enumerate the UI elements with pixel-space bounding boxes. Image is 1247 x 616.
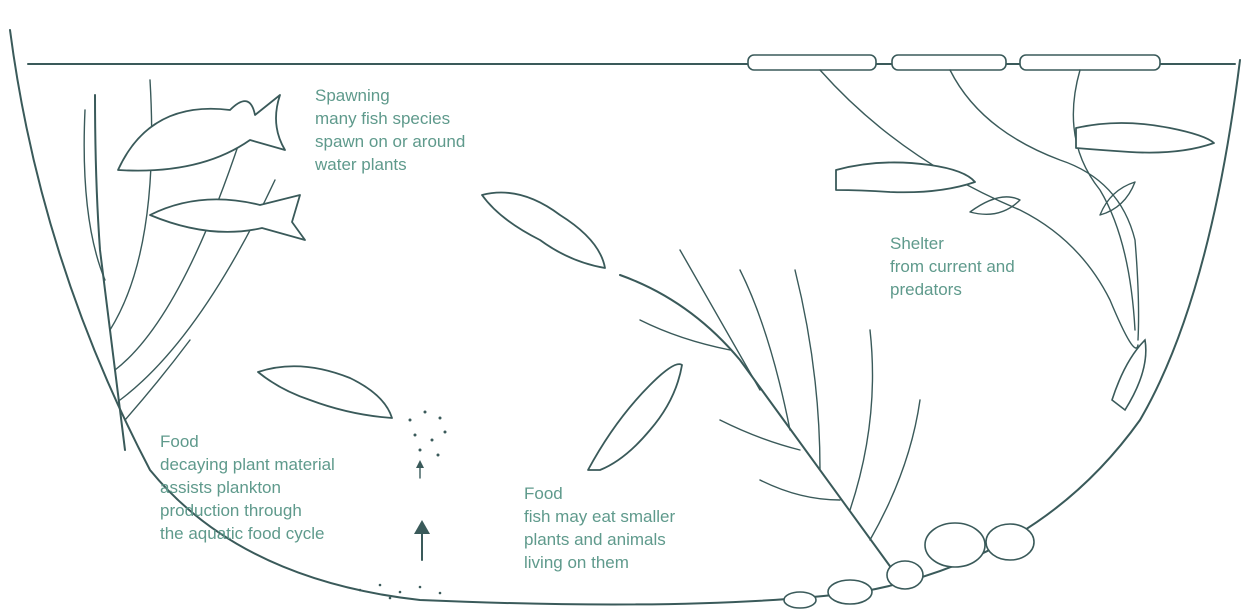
up-arrow-icon — [414, 520, 430, 560]
shelter-label: Shelter from current and predators — [890, 232, 1015, 301]
label-line: fish may eat smaller — [524, 505, 675, 528]
fish-icon — [482, 193, 605, 269]
label-line: Shelter — [890, 232, 1015, 255]
plankton-specks — [359, 411, 447, 600]
label-line: Spawning — [315, 84, 465, 107]
label-line: many fish species — [315, 107, 465, 130]
label-line: living on them — [524, 551, 675, 574]
label-line: the aquatic food cycle — [160, 522, 335, 545]
food-decay-label: Food decaying plant material assists pla… — [160, 430, 335, 545]
label-line: decaying plant material — [160, 453, 335, 476]
label-line: predators — [890, 278, 1015, 301]
fish-icon — [1076, 123, 1214, 153]
label-line: Food — [524, 482, 675, 505]
label-line: assists plankton — [160, 476, 335, 499]
label-line: Food — [160, 430, 335, 453]
floating-leaf-icon — [748, 55, 1160, 70]
fish-icon — [258, 366, 392, 418]
food-fish-label: Food fish may eat smaller plants and ani… — [524, 482, 675, 574]
label-line: from current and — [890, 255, 1015, 278]
fish-icon — [836, 162, 975, 192]
up-arrow-icon — [416, 460, 424, 478]
label-line: spawn on or around — [315, 130, 465, 153]
spawning-label: Spawning many fish species spawn on or a… — [315, 84, 465, 176]
fish-icon — [588, 364, 682, 470]
fish-icon — [118, 95, 285, 171]
label-line: plants and animals — [524, 528, 675, 551]
label-line: production through — [160, 499, 335, 522]
label-line: water plants — [315, 153, 465, 176]
fish-icon — [150, 195, 305, 240]
